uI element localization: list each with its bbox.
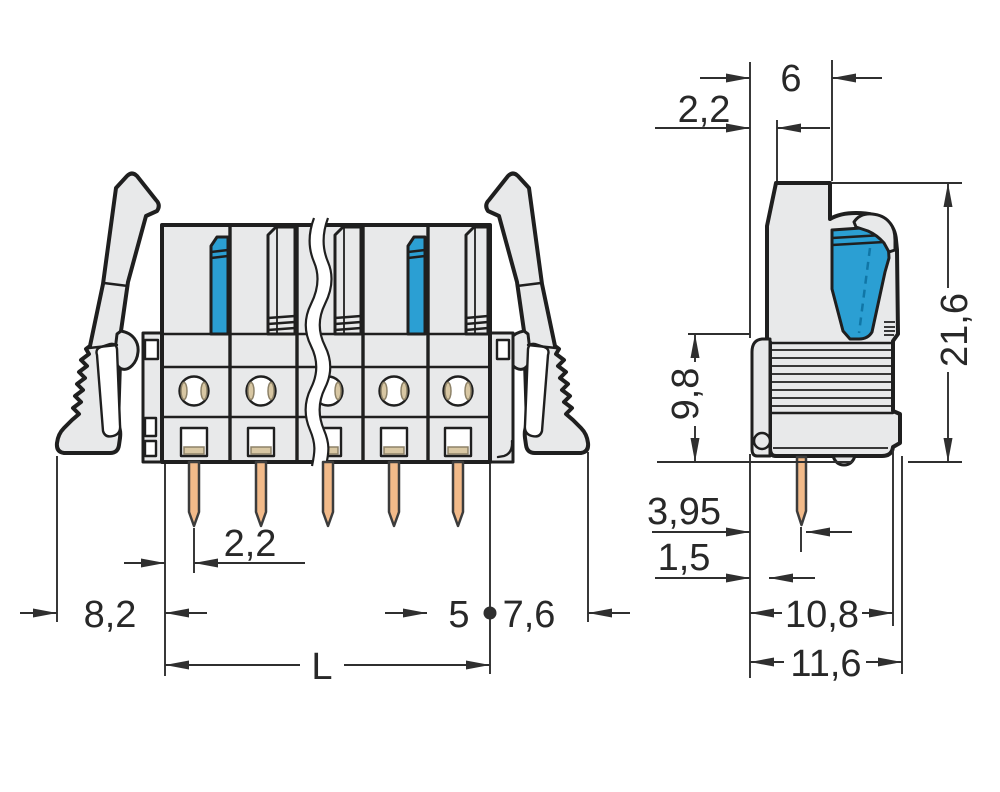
dim-side-depth-outer: 11,6 (750, 643, 902, 685)
dim-label-front-latch-offset: 8,2 (84, 594, 137, 636)
dim-side-depth-inner: 10,8 (750, 594, 893, 636)
side-flange (750, 337, 772, 458)
contact-opening (245, 375, 277, 407)
clamp-window (179, 426, 209, 458)
dim-label-side-top-width: 6 (780, 58, 801, 100)
clamp-window (443, 426, 473, 458)
side-foot-bump (831, 454, 857, 467)
dim-label-side-depth-inner: 10,8 (785, 594, 859, 636)
dim-label-front-length: L (311, 646, 332, 688)
solder-pin (451, 460, 465, 528)
dim-label-side-body-height: 9,8 (665, 368, 707, 421)
collar-notch (143, 439, 158, 458)
side-latch-serration (884, 321, 895, 336)
side-view (750, 181, 902, 527)
cam-lever-blue-1 (209, 235, 230, 336)
side-ribs (768, 341, 895, 449)
collar-notch (143, 416, 158, 438)
dim-side-body-height: 9,8 (665, 334, 707, 462)
cam-lever-2 (266, 225, 297, 336)
dimensions-front: 8,2 2,2 5 7,6 L (20, 452, 630, 688)
contact-opening (378, 375, 410, 407)
dim-front-pitch: 5 7,6 (385, 594, 630, 636)
clamp-window (379, 426, 409, 458)
dim-side-top-offset: 2,2 (655, 89, 830, 133)
dim-label-side-pin-to-edge: 3,95 (647, 491, 721, 533)
solder-pin (187, 460, 201, 528)
dim-label-front-pin-offset: 2,2 (224, 523, 277, 565)
side-solder-pin (795, 455, 808, 527)
solder-pin (387, 460, 401, 528)
collar-notch (495, 338, 511, 361)
cam-lever-5 (464, 225, 490, 336)
contact-opening (442, 375, 474, 407)
dim-side-flange-width: 1,5 (655, 537, 815, 583)
dim-label-front-edge-gap: 7,6 (503, 594, 556, 636)
dimensions-side: 2,2 6 21,6 9,8 3,95 (647, 58, 976, 685)
dim-label-side-depth-outer: 11,6 (790, 643, 861, 685)
side-actuator-cap (852, 212, 897, 254)
cam-lever-blue-4 (406, 235, 427, 336)
collar-hook (496, 439, 514, 459)
contact-opening (178, 375, 210, 407)
dim-label-front-pitch: 5 (448, 594, 469, 636)
dim-label-side-total-height: 21,6 (934, 293, 976, 367)
solder-pin (321, 460, 335, 528)
dim-label-side-top-offset: 2,2 (678, 89, 731, 131)
dim-reference-dot (483, 606, 497, 620)
cam-lever-3 (333, 225, 363, 336)
dim-side-total-height: 21,6 (934, 183, 976, 462)
dim-front-latch-offset: 8,2 (20, 594, 207, 636)
dim-front-length: L (165, 646, 490, 688)
solder-pins-front (187, 460, 465, 528)
dim-label-side-flange-width: 1,5 (658, 537, 711, 579)
dim-front-pin-offset: 2,2 (124, 523, 305, 568)
collar-notch (143, 338, 160, 361)
solder-pin (254, 460, 268, 528)
front-view (54, 171, 591, 528)
dim-side-pin-to-edge: 3,95 (647, 491, 852, 537)
dim-side-top-width: 6 (700, 58, 882, 100)
clamp-window (246, 426, 276, 458)
